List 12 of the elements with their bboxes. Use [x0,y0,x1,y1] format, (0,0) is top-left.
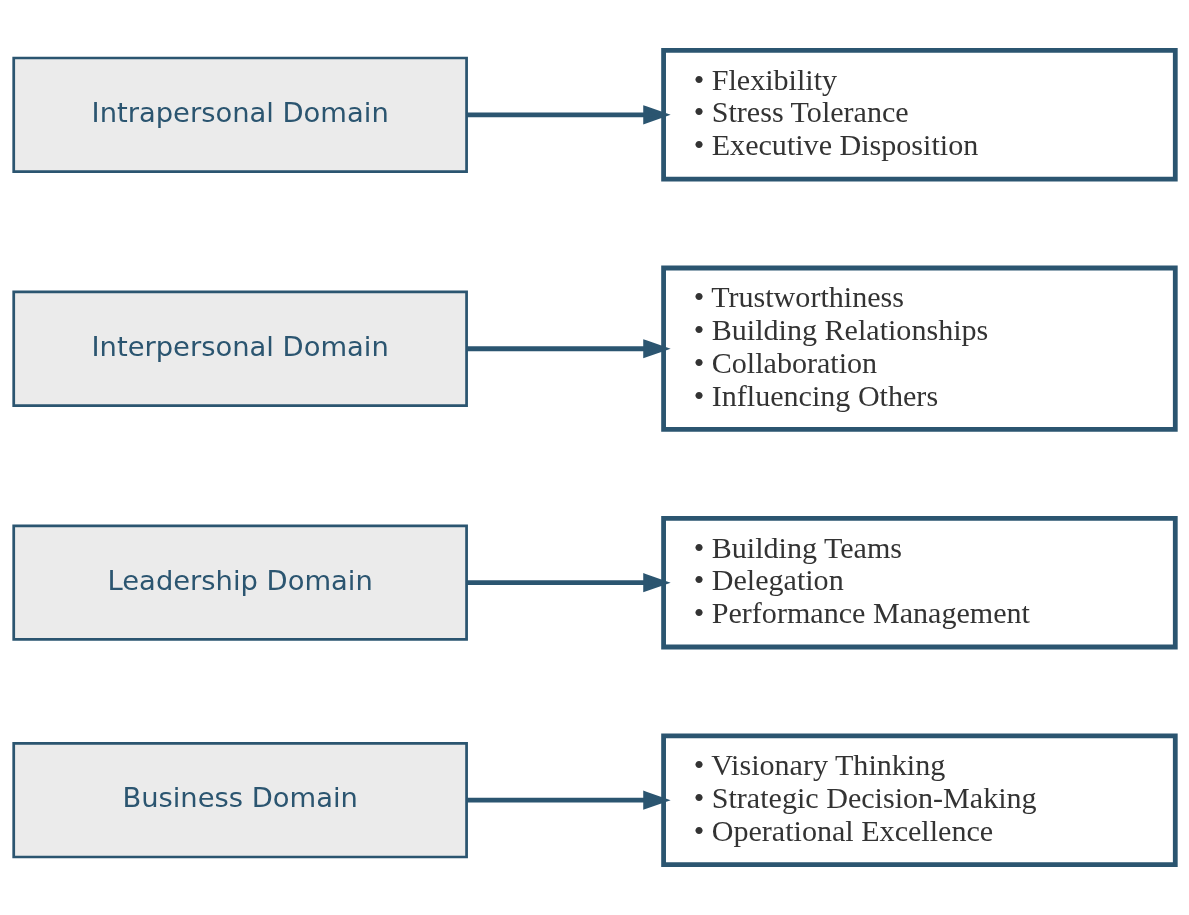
node-box: Leadership Domain [12,524,468,641]
node-box: • Visionary Thinking • Strategic Decision-Making • Operational Excellence [661,733,1178,867]
node-box: Business Domain [12,742,468,859]
node-box: • Flexibility • Stress Tolerance • Executive Disposition [661,48,1178,182]
arrow [466,573,671,593]
node-box: • Trustworthiness • Building Relationships • Collaboration • Influencing Others [661,265,1178,432]
node-box: Intrapersonal Domain [12,56,468,173]
arrow [466,105,671,125]
node-box: • Building Teams • Delegation • Performance Management [661,516,1178,650]
arrow [466,790,671,810]
arrow [466,339,671,359]
node-box: Interpersonal Domain [12,290,468,407]
